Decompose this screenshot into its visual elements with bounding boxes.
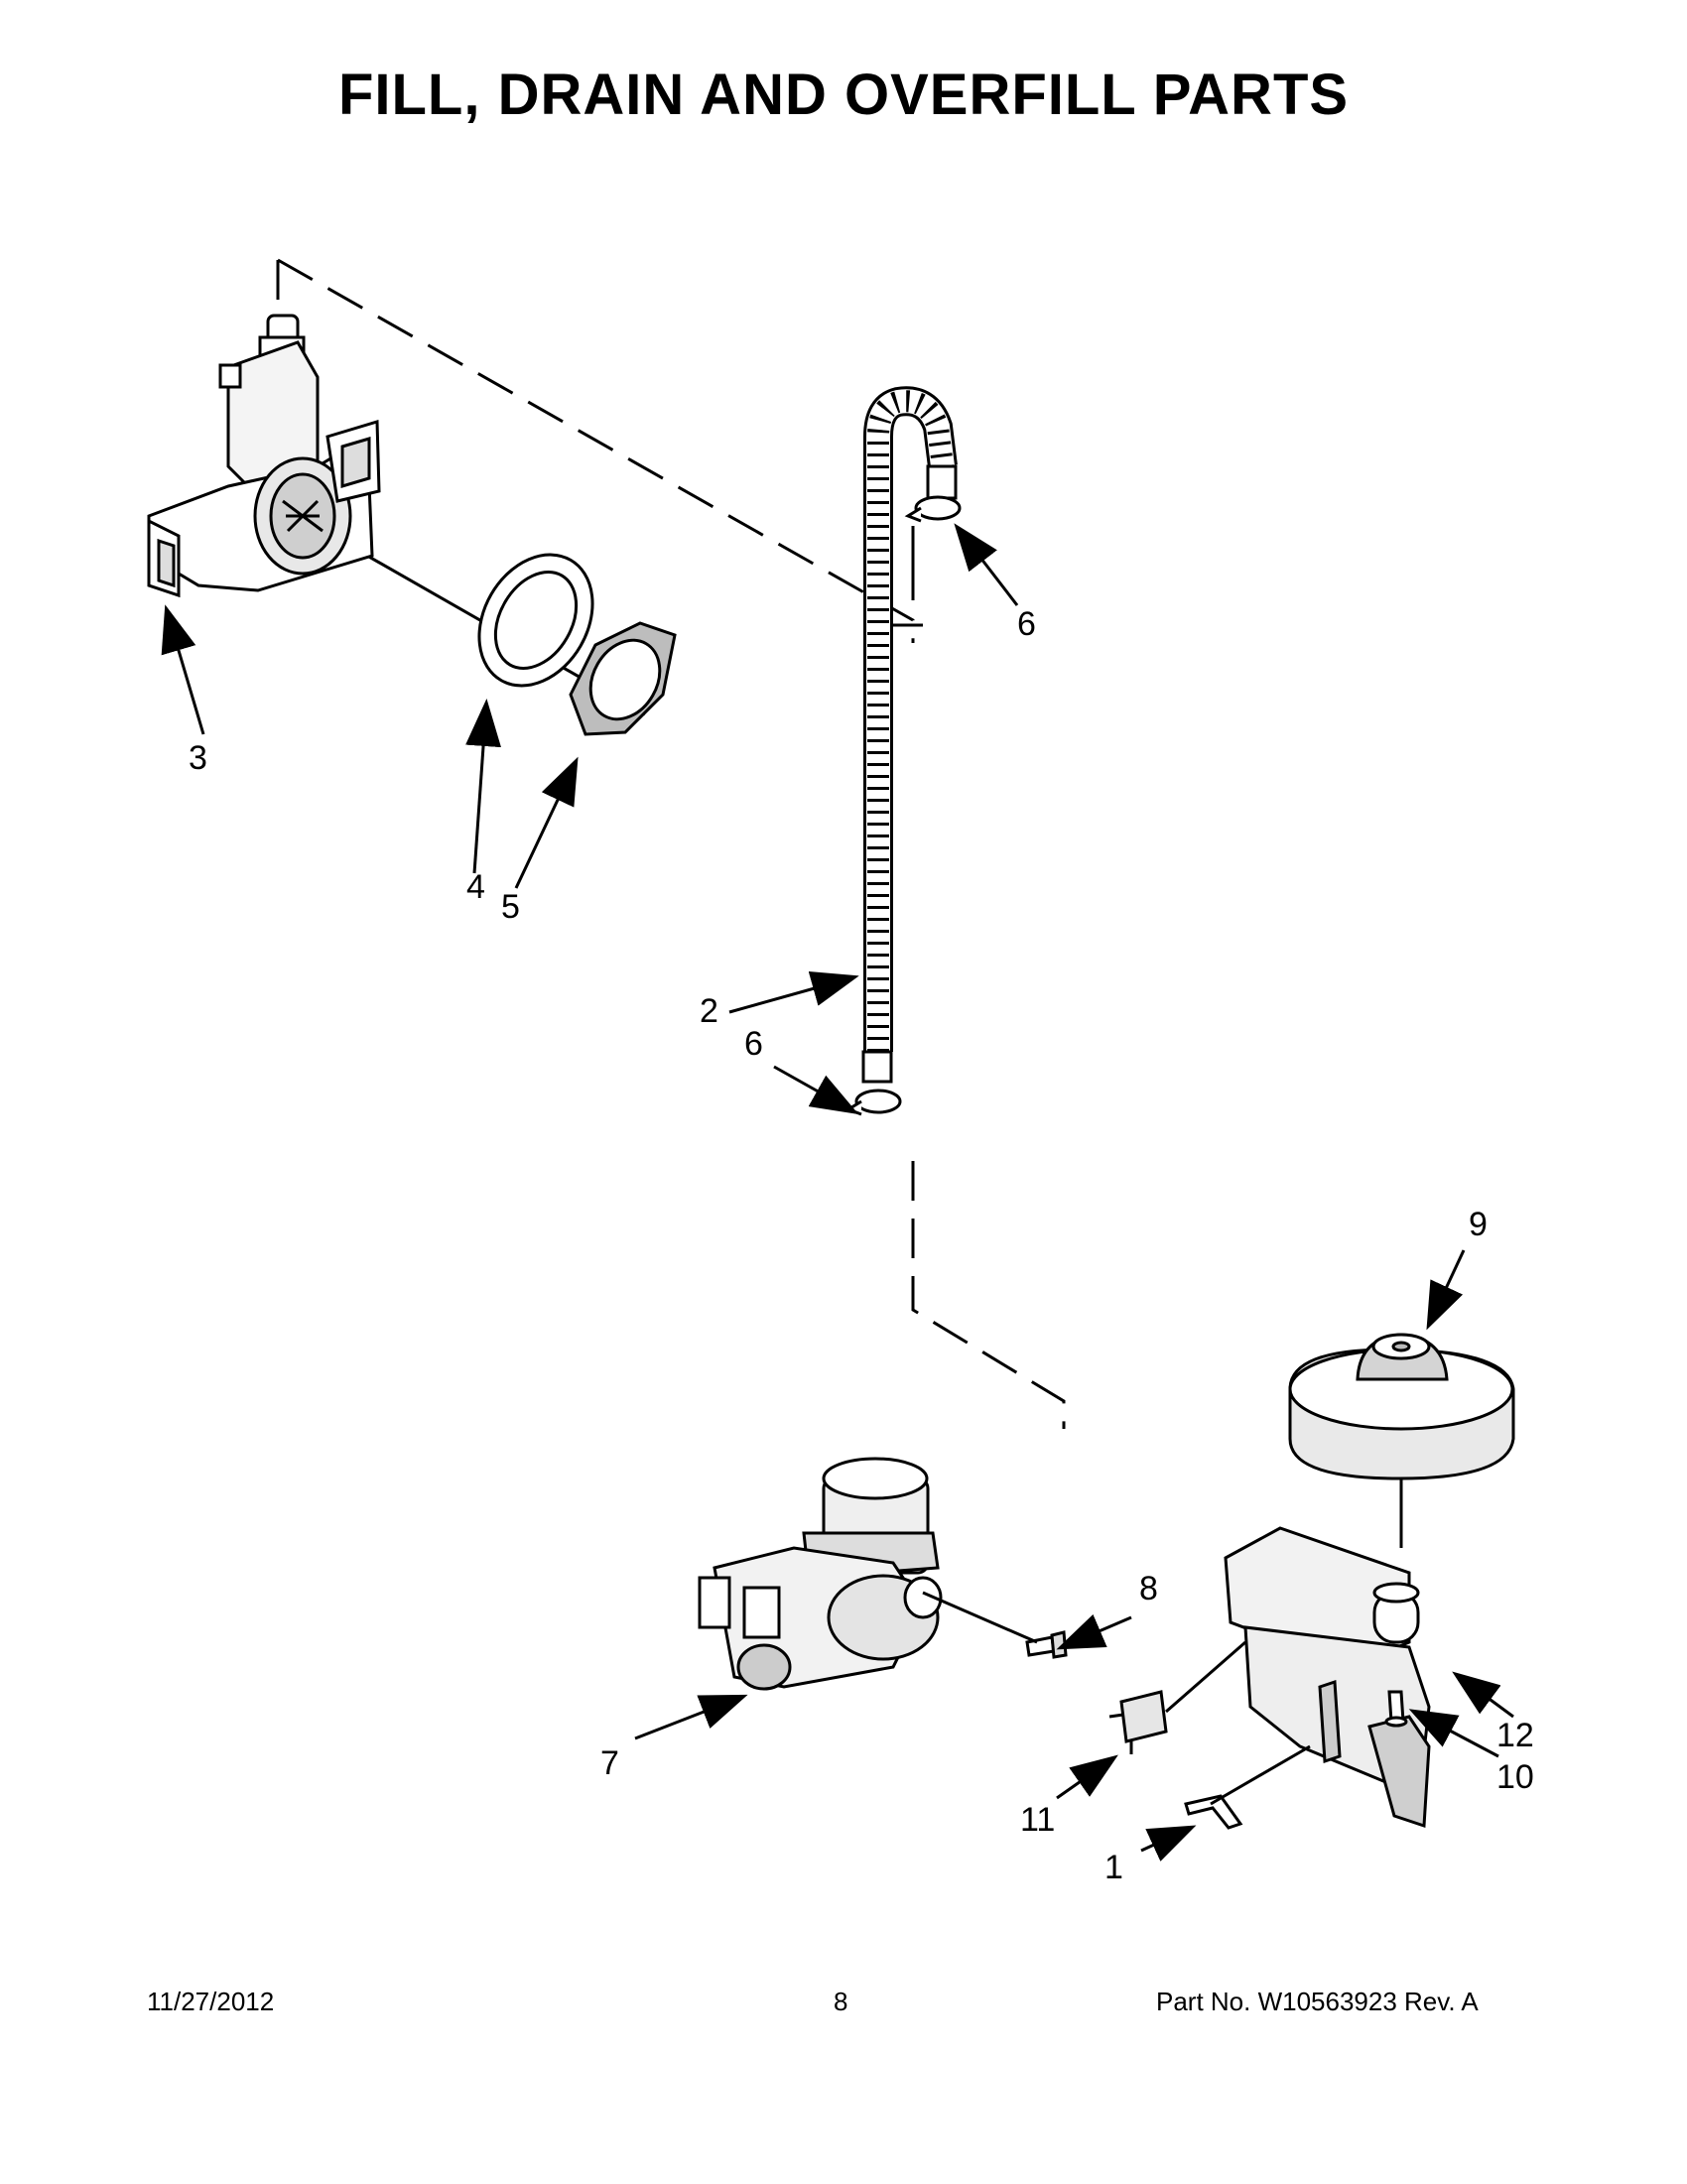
callout-8: 8: [1139, 1570, 1158, 1607]
callout-5: 5: [501, 888, 520, 926]
callout-10: 10: [1496, 1758, 1534, 1796]
part-10-screw: [1384, 1690, 1408, 1728]
callout-11: 11: [1020, 1801, 1055, 1839]
callout-6-bottom: 6: [744, 1025, 763, 1063]
callout-arrows: [161, 523, 1514, 1862]
callout-9: 9: [1469, 1206, 1488, 1243]
callout-6-top: 6: [1017, 605, 1036, 643]
footer-date: 11/27/2012: [147, 1987, 275, 2016]
part-6-hose-clamp-top: [904, 495, 962, 523]
callout-1: 1: [1104, 1849, 1123, 1886]
page-title: FILL, DRAIN AND OVERFILL PARTS: [337, 63, 1350, 127]
part-overfill-bracket: [1224, 1526, 1431, 1829]
part-6-hose-clamp-bottom: [844, 1089, 902, 1116]
part-7-fill-valve: [698, 1457, 943, 1691]
callout-4: 4: [466, 868, 485, 906]
footer-page-number: 8: [834, 1987, 848, 2016]
part-11-switch: [1108, 1690, 1168, 1754]
part-3-drain-housing: [147, 314, 381, 598]
dashed-connection-lines: [276, 258, 1066, 1429]
callout-12: 12: [1496, 1717, 1534, 1754]
part-9-float: [1288, 1333, 1515, 1548]
part-1-actuator: [1184, 1794, 1243, 1830]
callout-labels: 3 4 5 6 2 6 7 8 9 12 10 11 1: [189, 605, 1534, 1886]
callout-7: 7: [600, 1744, 619, 1782]
callout-2: 2: [700, 992, 718, 1030]
footer-part-number: Part No. W10563923 Rev. A: [1156, 1987, 1479, 2016]
part-2-drain-hose: [861, 386, 958, 1084]
callout-3: 3: [189, 739, 207, 777]
part-4-gasket: [477, 553, 594, 688]
part-8-screw: [1025, 1630, 1068, 1659]
part-5-nut: [569, 621, 677, 736]
